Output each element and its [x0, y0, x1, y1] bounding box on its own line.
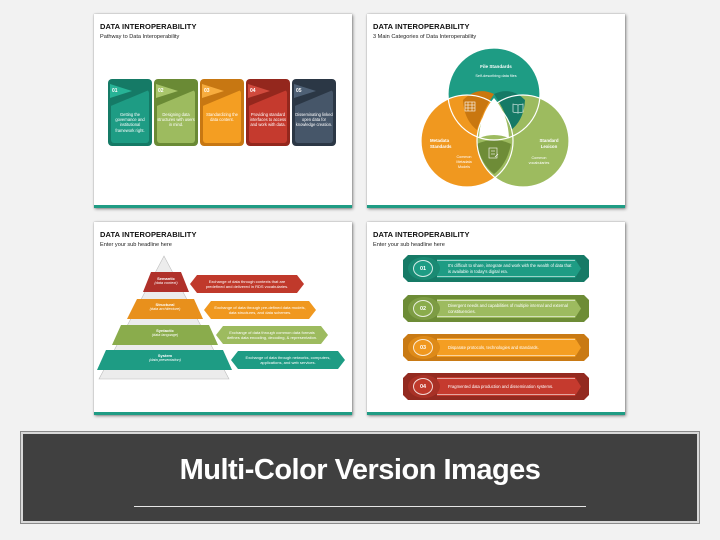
- row-number: 03: [413, 339, 433, 356]
- banner-underline: [134, 506, 586, 507]
- slide-title: DATA INTEROPERABILITY: [100, 22, 197, 31]
- pyramid-graphic: [97, 255, 232, 380]
- card-text: Standardizing the data content.: [206, 112, 238, 123]
- row-number: 04: [413, 378, 433, 395]
- pyramid-desc-semantic: Exchange of data through contexts that a…: [190, 275, 304, 293]
- pyramid-desc-structural: Exchange of data through pre-defined dat…: [204, 301, 316, 319]
- card-text: Designing data structures with users in …: [157, 112, 195, 128]
- venn-diagram: [420, 47, 570, 188]
- slide-title: DATA INTEROPERABILITY: [373, 22, 470, 31]
- slide-accent-bar: [367, 205, 625, 208]
- pathway-card-01: 01 Getting the governance and institutio…: [108, 79, 152, 146]
- slide-thumbnail-pyramid[interactable]: DATA INTEROPERABILITY Enter your sub hea…: [94, 222, 352, 415]
- card-text: Disseminating linked open data for knowl…: [295, 112, 333, 128]
- row-number: 02: [413, 300, 433, 317]
- row-text: Fragmented data production and dissemina…: [448, 383, 554, 389]
- pyramid-tier-structural: Structural(data architecture): [149, 302, 181, 312]
- pyramid-desc-system: Exchange of data through networks, compu…: [231, 351, 345, 369]
- pyramid-desc-syntactic: Exchange of data through common data for…: [216, 326, 328, 344]
- slide-subtitle: Enter your sub headline here: [373, 242, 445, 248]
- challenge-row-02: 02 Divergent needs and capabilities of m…: [403, 295, 589, 322]
- pyramid-tier-syntactic: Syntactic(data language): [151, 328, 179, 338]
- slide-accent-bar: [367, 412, 625, 415]
- slide-subtitle: 3 Main Categories of Data Interoperabili…: [373, 34, 477, 40]
- slide-title: DATA INTEROPERABILITY: [373, 230, 470, 239]
- slide-accent-bar: [94, 205, 352, 208]
- challenge-row-03: 03 Disparate protocols, technologies and…: [403, 334, 589, 361]
- slide-thumbnail-challenges[interactable]: DATA INTEROPERABILITY Enter your sub hea…: [367, 222, 625, 415]
- card-number: 05: [296, 88, 302, 94]
- challenge-row-04: 04 Fragmented data production and dissem…: [403, 373, 589, 400]
- card-text: Getting the governance and institutional…: [115, 112, 145, 133]
- card-text: Providing standard interfaces to access …: [249, 112, 287, 128]
- multi-color-banner: Multi-Color Version Images: [20, 431, 700, 524]
- pyramid-tier-semantic: Semantic(data context): [154, 276, 178, 286]
- slide-title: DATA INTEROPERABILITY: [100, 230, 197, 239]
- challenge-row-01: 01 It's difficult to share, integrate an…: [403, 255, 589, 282]
- venn-top-label: File Standards: [480, 64, 512, 69]
- row-text: Divergent needs and capabilities of mult…: [448, 302, 568, 314]
- card-number: 02: [158, 88, 164, 94]
- card-number: 04: [250, 88, 256, 94]
- slide-subtitle: Pathway to Data Interoperability: [100, 34, 180, 40]
- slide-thumbnail-categories[interactable]: DATA INTEROPERABILITY 3 Main Categories …: [367, 14, 625, 208]
- row-number: 01: [413, 260, 433, 277]
- pathway-card-02: 02 Designing data structures with users …: [154, 79, 198, 146]
- document-check-icon: [488, 147, 499, 159]
- slide-subtitle: Enter your sub headline here: [100, 242, 172, 248]
- calendar-grid-icon: [464, 101, 476, 112]
- pyramid-tier-system: System(data presentation): [149, 353, 181, 363]
- pathway-card-04: 04 Providing standard interfaces to acce…: [246, 79, 290, 146]
- pathway-card-03: 03 Standardizing the data content.: [200, 79, 244, 146]
- card-number: 03: [204, 88, 210, 94]
- venn-right-label: Standard Lexicon: [539, 138, 559, 149]
- venn-right-desc: Common vocabularies: [528, 156, 550, 165]
- slide-accent-bar: [94, 412, 352, 415]
- row-text: It's difficult to share, integrate and w…: [448, 262, 572, 274]
- venn-top-desc: Self-describing data files: [475, 74, 517, 78]
- slide-thumbnail-pathway[interactable]: DATA INTEROPERABILITY Pathway to Data In…: [94, 14, 352, 208]
- row-text: Disparate protocols, technologies and st…: [448, 344, 539, 350]
- open-book-icon: [512, 103, 524, 114]
- venn-left-label: Metadata Standards: [430, 138, 452, 149]
- card-number: 01: [112, 88, 118, 94]
- pathway-card-05: 05 Disseminating linked open data for kn…: [292, 79, 336, 146]
- banner-title: Multi-Color Version Images: [179, 454, 541, 486]
- venn-left-desc: Common Metadata Models: [456, 155, 472, 169]
